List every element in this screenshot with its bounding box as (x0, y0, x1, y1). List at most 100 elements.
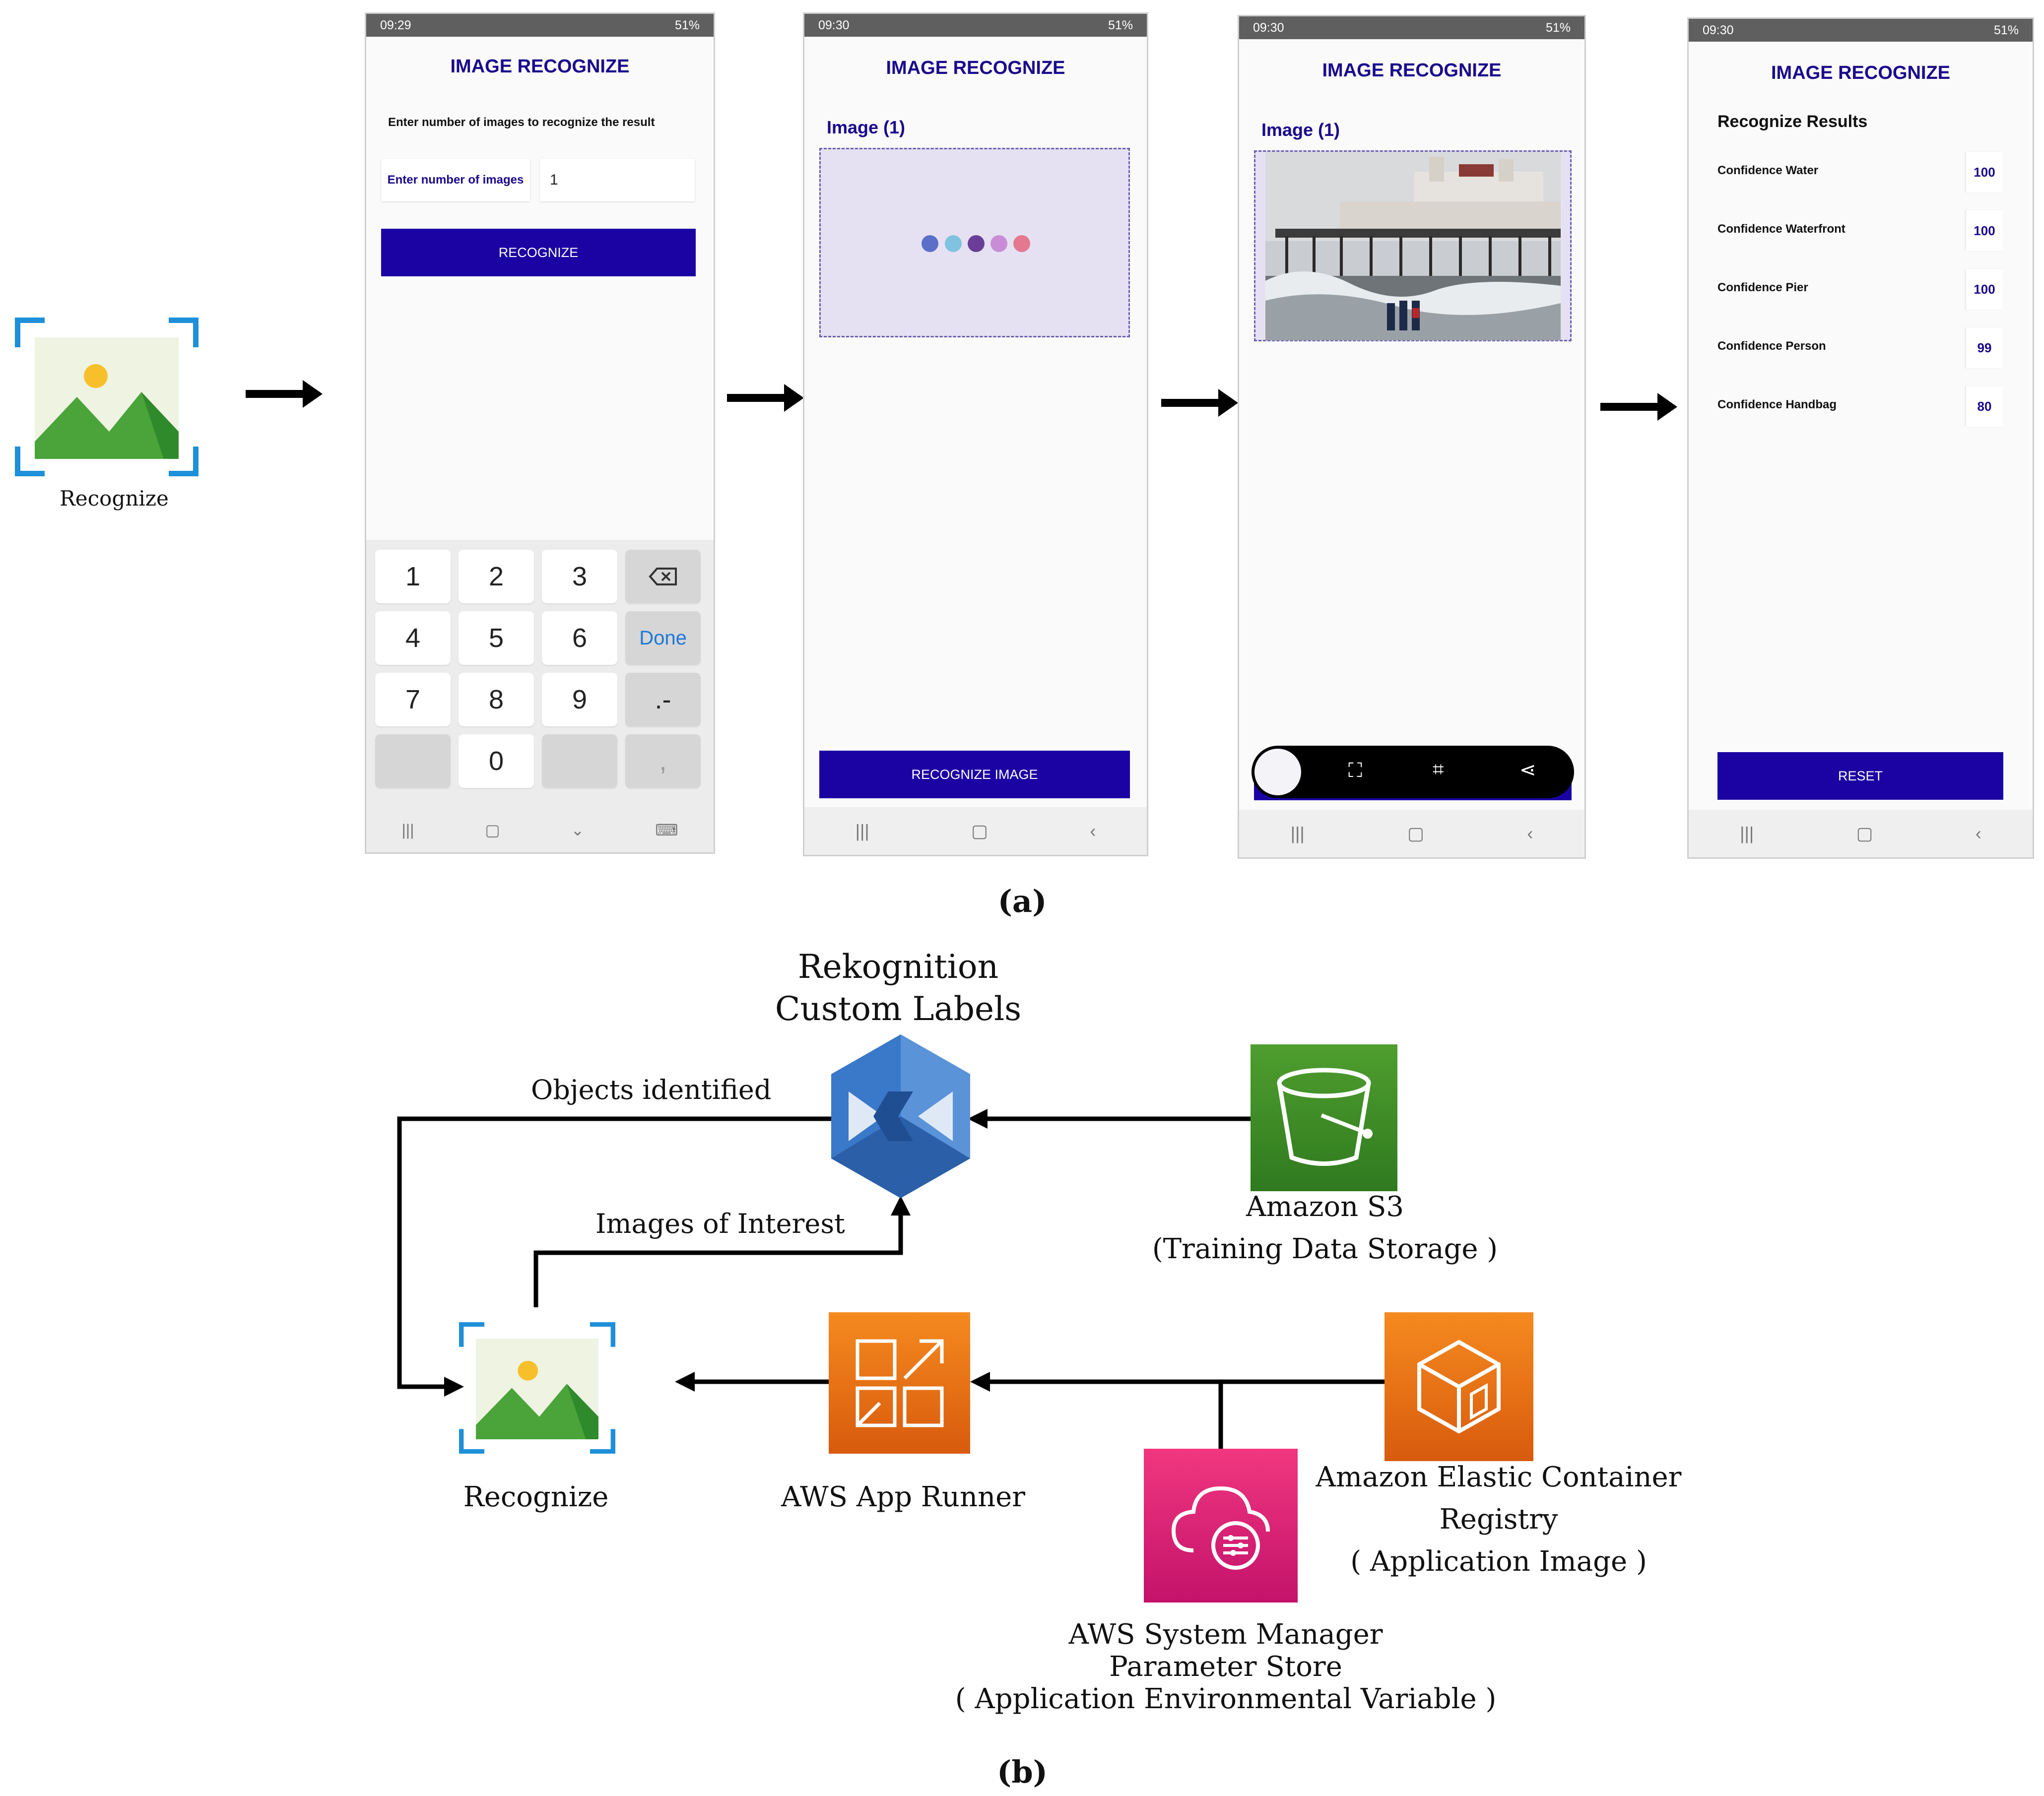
key-1[interactable]: 1 (375, 550, 451, 603)
home-icon[interactable]: ▢ (485, 821, 500, 839)
screenshot-toolbar: ⛶ ⌗ ⋖ (1252, 746, 1574, 798)
image-recognize-icon (459, 1322, 616, 1454)
page-title: IMAGE RECOGNIZE (1322, 60, 1502, 81)
keyboard-icon[interactable]: ⌨ (655, 821, 678, 839)
back-icon[interactable]: ‹ (1090, 821, 1096, 841)
flow-arrow-3 (1161, 389, 1238, 417)
status-time: 09:30 (1703, 23, 1734, 37)
rekognition-icon (831, 1034, 970, 1198)
chevron-down-icon[interactable]: ⌄ (571, 821, 585, 839)
ssm-label-line2: Parameter Store (1109, 1651, 1342, 1683)
key-dot-minus[interactable]: .- (625, 673, 701, 726)
prompt-text: Enter number of images to recognize the … (388, 116, 655, 129)
s3-label-line1: Amazon S3 (1246, 1191, 1404, 1223)
caption-a: (a) (997, 883, 1047, 919)
ecr-label-line2: Registry (1439, 1503, 1558, 1536)
status-battery: 51% (674, 18, 700, 32)
key-backspace[interactable] (625, 550, 701, 603)
selected-image-frame[interactable] (1254, 150, 1572, 341)
input-label-box: Enter number of images (381, 159, 530, 201)
crop-icon[interactable]: ⌗ (1433, 759, 1444, 780)
result-value-handbag: 80 (1966, 386, 2003, 427)
number-of-images-input[interactable]: 1 (540, 159, 695, 201)
status-bar: 09:29 51% (366, 14, 714, 37)
recognize-label-b: Recognize (463, 1481, 609, 1513)
page-title: IMAGE RECOGNIZE (886, 58, 1065, 78)
aws-app-runner-node[interactable] (829, 1312, 970, 1454)
container-registry-icon (1417, 1340, 1501, 1434)
image-placeholder[interactable] (819, 148, 1130, 337)
result-value-water: 100 (1966, 152, 2003, 192)
recognize-app-icon[interactable] (14, 317, 199, 477)
image-label: Image (1) (1261, 120, 1340, 140)
input-value: 1 (550, 172, 558, 188)
aws-ssm-parameter-store-node[interactable] (1144, 1449, 1298, 1603)
ecr-label-line3: ( Application Image ) (1350, 1545, 1647, 1578)
flow-arrow-2 (727, 384, 804, 412)
scan-icon[interactable]: ⛶ (1348, 760, 1362, 781)
recognize-app-icon-b[interactable] (459, 1322, 616, 1454)
flow-arrow-1 (246, 380, 323, 408)
input-label: Enter number of images (387, 173, 524, 187)
app-runner-label: AWS App Runner (781, 1481, 1026, 1513)
key-4[interactable]: 4 (375, 611, 451, 665)
navigation-bar: ||| ▢ ‹ (1239, 810, 1584, 857)
result-value-waterfront: 100 (1966, 210, 2003, 251)
rekognition-title-line2: Custom Labels (775, 990, 1022, 1028)
flow-arrows (246, 380, 1677, 421)
backspace-icon (649, 568, 677, 585)
key-5[interactable]: 5 (459, 611, 534, 665)
key-7[interactable]: 7 (375, 673, 451, 726)
key-comma[interactable]: , (625, 734, 701, 788)
architecture-connectors (397, 1109, 1385, 1449)
result-value-person: 99 (1966, 327, 2003, 368)
recents-icon[interactable]: ||| (1740, 823, 1754, 843)
reset-button[interactable]: RESET (1717, 752, 2003, 800)
flow-arrow-4 (1600, 393, 1677, 421)
key-9[interactable]: 9 (542, 673, 617, 726)
amazon-s3-node[interactable] (1251, 1044, 1397, 1191)
key-0[interactable]: 0 (459, 734, 534, 788)
key-done[interactable]: Done (625, 611, 701, 665)
numeric-keyboard: 1 2 3 4 5 6 Done 7 8 9 .- 0 , ||| ▢ ⌄ ⌨ (366, 540, 714, 852)
objects-identified-label: Objects identified (531, 1074, 772, 1105)
result-label-water: Confidence Water (1717, 164, 1819, 177)
rekognition-title-line1: Rekognition (797, 948, 999, 986)
recents-icon[interactable]: ||| (401, 821, 414, 839)
back-icon[interactable]: ‹ (1527, 823, 1533, 843)
amazon-ecr-node[interactable] (1385, 1312, 1533, 1461)
phone-screen-input: 09:29 51% IMAGE RECOGNIZE Enter number o… (365, 12, 715, 854)
phone-screen-results: 09:30 51% IMAGE RECOGNIZE Recognize Resu… (1687, 17, 2034, 859)
status-bar: 09:30 51% (1689, 19, 2033, 42)
bucket-icon (1277, 1068, 1373, 1166)
result-label-handbag: Confidence Handbag (1717, 398, 1837, 411)
recognize-button[interactable]: RECOGNIZE (381, 229, 696, 276)
status-battery: 51% (1993, 23, 2019, 37)
status-time: 09:30 (1253, 20, 1284, 35)
toolbar-thumb[interactable] (1254, 749, 1301, 795)
page-title: IMAGE RECOGNIZE (1771, 63, 1951, 83)
key-blank-right (542, 734, 617, 788)
result-label-pier: Confidence Pier (1717, 281, 1808, 294)
recents-icon[interactable]: ||| (1290, 823, 1305, 843)
key-3[interactable]: 3 (542, 550, 617, 603)
rekognition-node[interactable] (829, 1032, 973, 1201)
image-recognize-icon (14, 317, 199, 477)
key-6[interactable]: 6 (542, 611, 617, 665)
share-icon[interactable]: ⋖ (1519, 759, 1536, 781)
home-icon[interactable]: ▢ (971, 821, 989, 841)
back-icon[interactable]: ‹ (1975, 823, 1981, 843)
home-icon[interactable]: ▢ (1856, 823, 1873, 843)
page-title: IMAGE RECOGNIZE (450, 56, 630, 77)
home-icon[interactable]: ▢ (1407, 823, 1425, 843)
status-time: 09:30 (818, 18, 850, 32)
images-of-interest-label: Images of Interest (595, 1208, 845, 1239)
status-battery: 51% (1545, 20, 1571, 35)
recognize-image-button[interactable]: RECOGNIZE IMAGE (819, 751, 1130, 798)
caption-b: (b) (996, 1754, 1048, 1790)
recognize-icon-label: Recognize (60, 486, 169, 511)
key-2[interactable]: 2 (459, 550, 534, 603)
key-8[interactable]: 8 (459, 673, 534, 726)
recents-icon[interactable]: ||| (855, 821, 869, 841)
result-label-person: Confidence Person (1717, 339, 1826, 353)
